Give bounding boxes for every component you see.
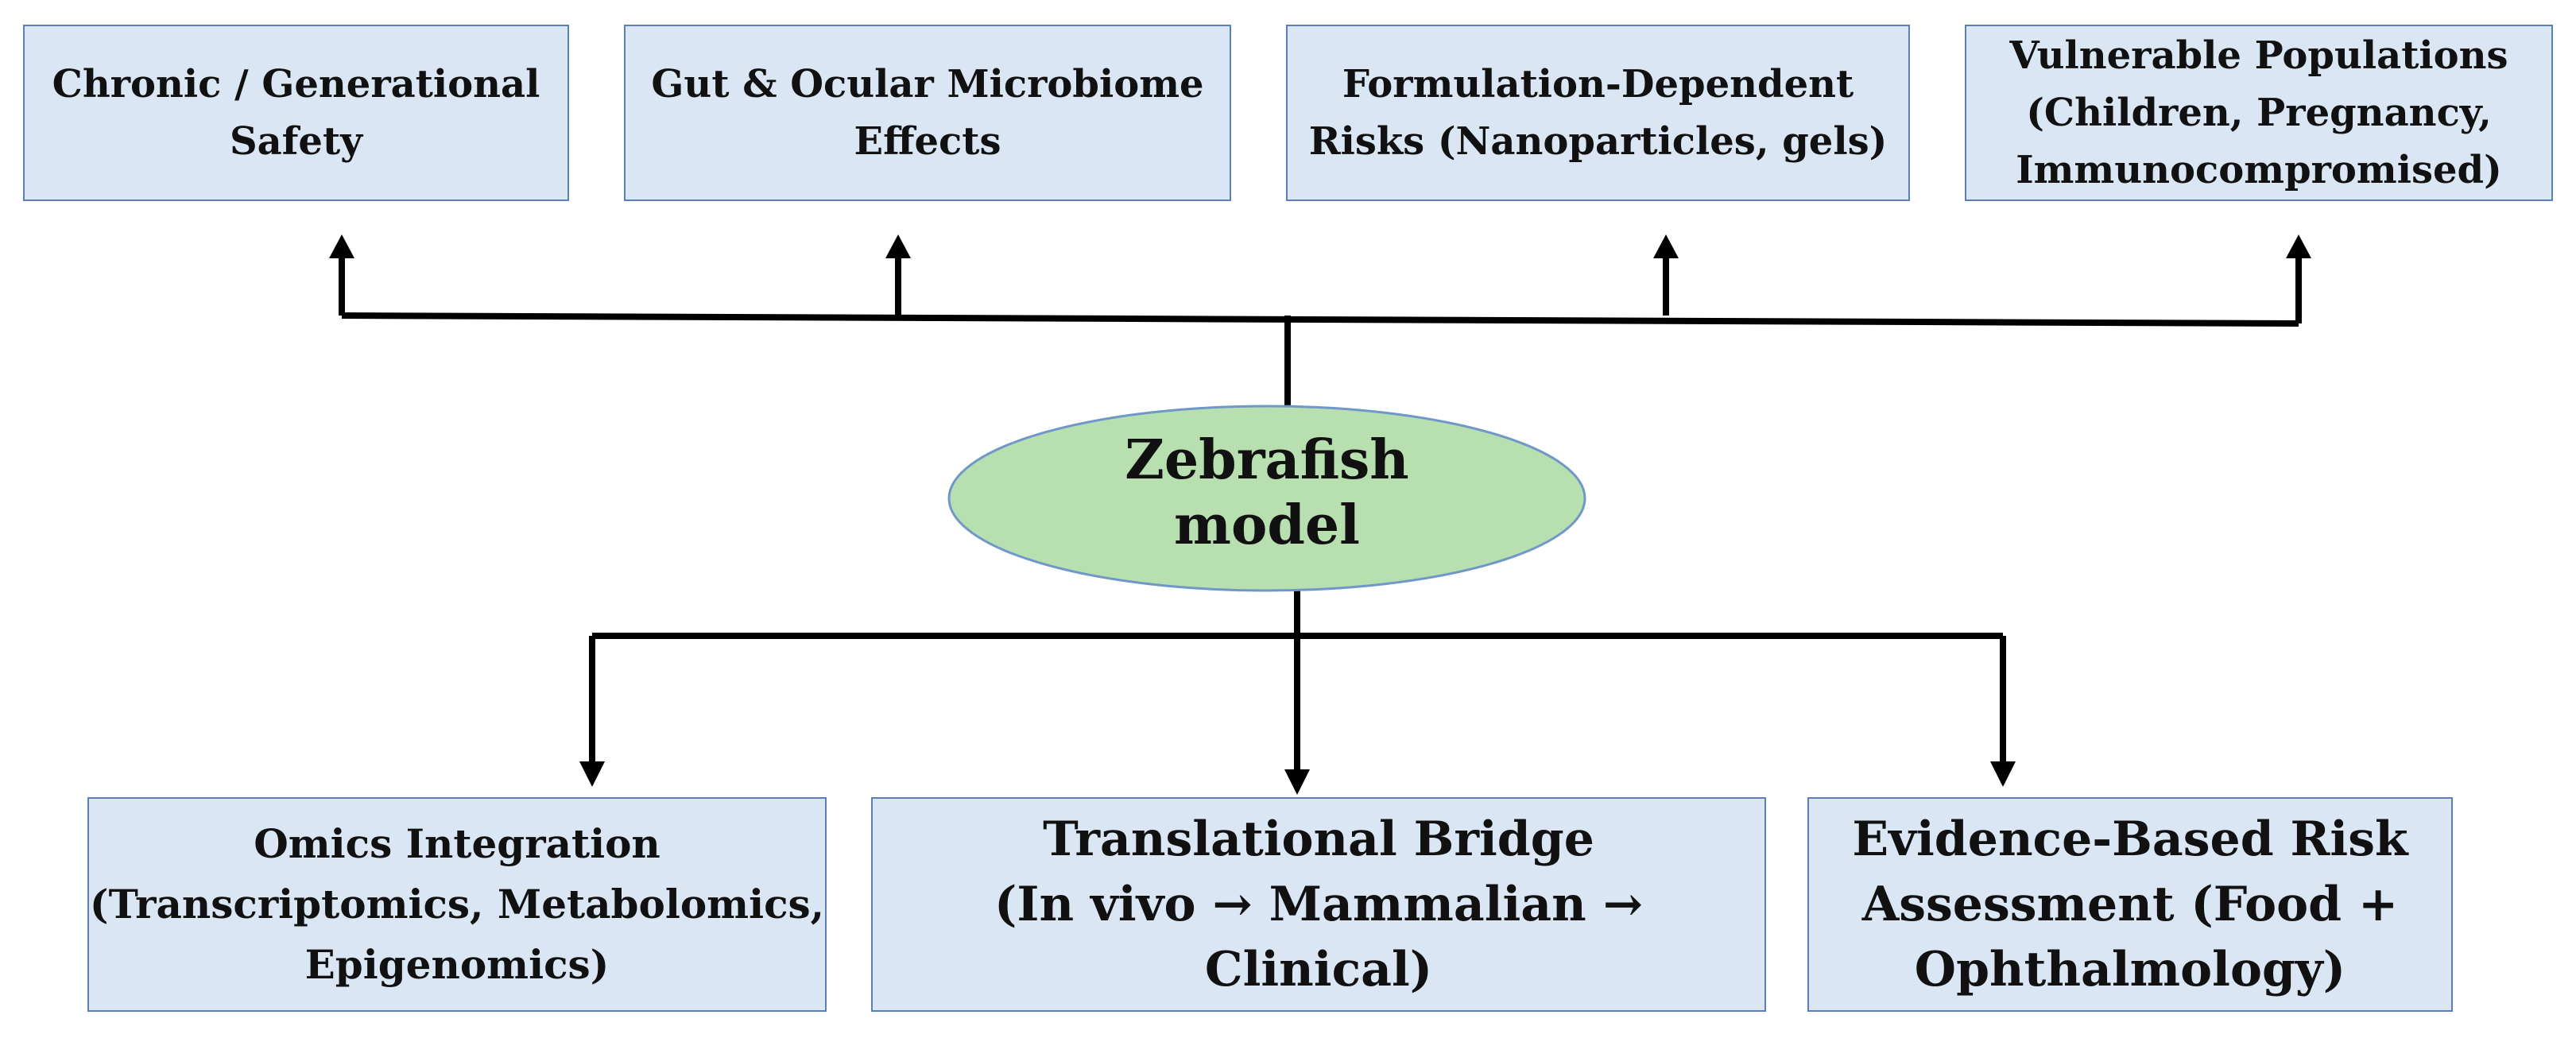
risk-assessment-box: Evidence-Based Risk Assessment (Food + O… [1807,797,2453,1012]
lower-arrowheads [579,761,2016,795]
arrowhead-up-3 [1653,234,1679,258]
gut-ocular-microbiome-box: Gut & Ocular Microbiome Effects [624,25,1231,201]
arrowhead-up-2 [885,234,911,258]
upper-bus-line [341,312,2299,327]
upper-arrowheads [329,234,2311,258]
vulnerable-populations-box: Vulnerable Populations (Children, Pregna… [1965,25,2553,201]
omics-integration-box: Omics Integration (Transcriptomics, Meta… [87,797,827,1012]
formulation-dependent-risks-box: Formulation-Dependent Risks (Nanoparticl… [1286,25,1910,201]
arrowhead-up-1 [329,234,354,258]
arrowhead-up-4 [2286,234,2311,258]
zebrafish-model-ellipse [947,405,1586,592]
arrowhead-down-3 [1990,761,2016,787]
lower-connectors [589,590,2006,773]
zebrafish-model-label: Zebrafish model [1125,428,1409,557]
arrowhead-down-2 [1284,769,1310,795]
chronic-generational-safety-box: Chronic / Generational Safety [23,25,569,201]
upper-connectors [339,253,2302,405]
arrowhead-down-1 [579,761,605,787]
translational-bridge-box: Translational Bridge (In vivo → Mammalia… [871,797,1766,1012]
